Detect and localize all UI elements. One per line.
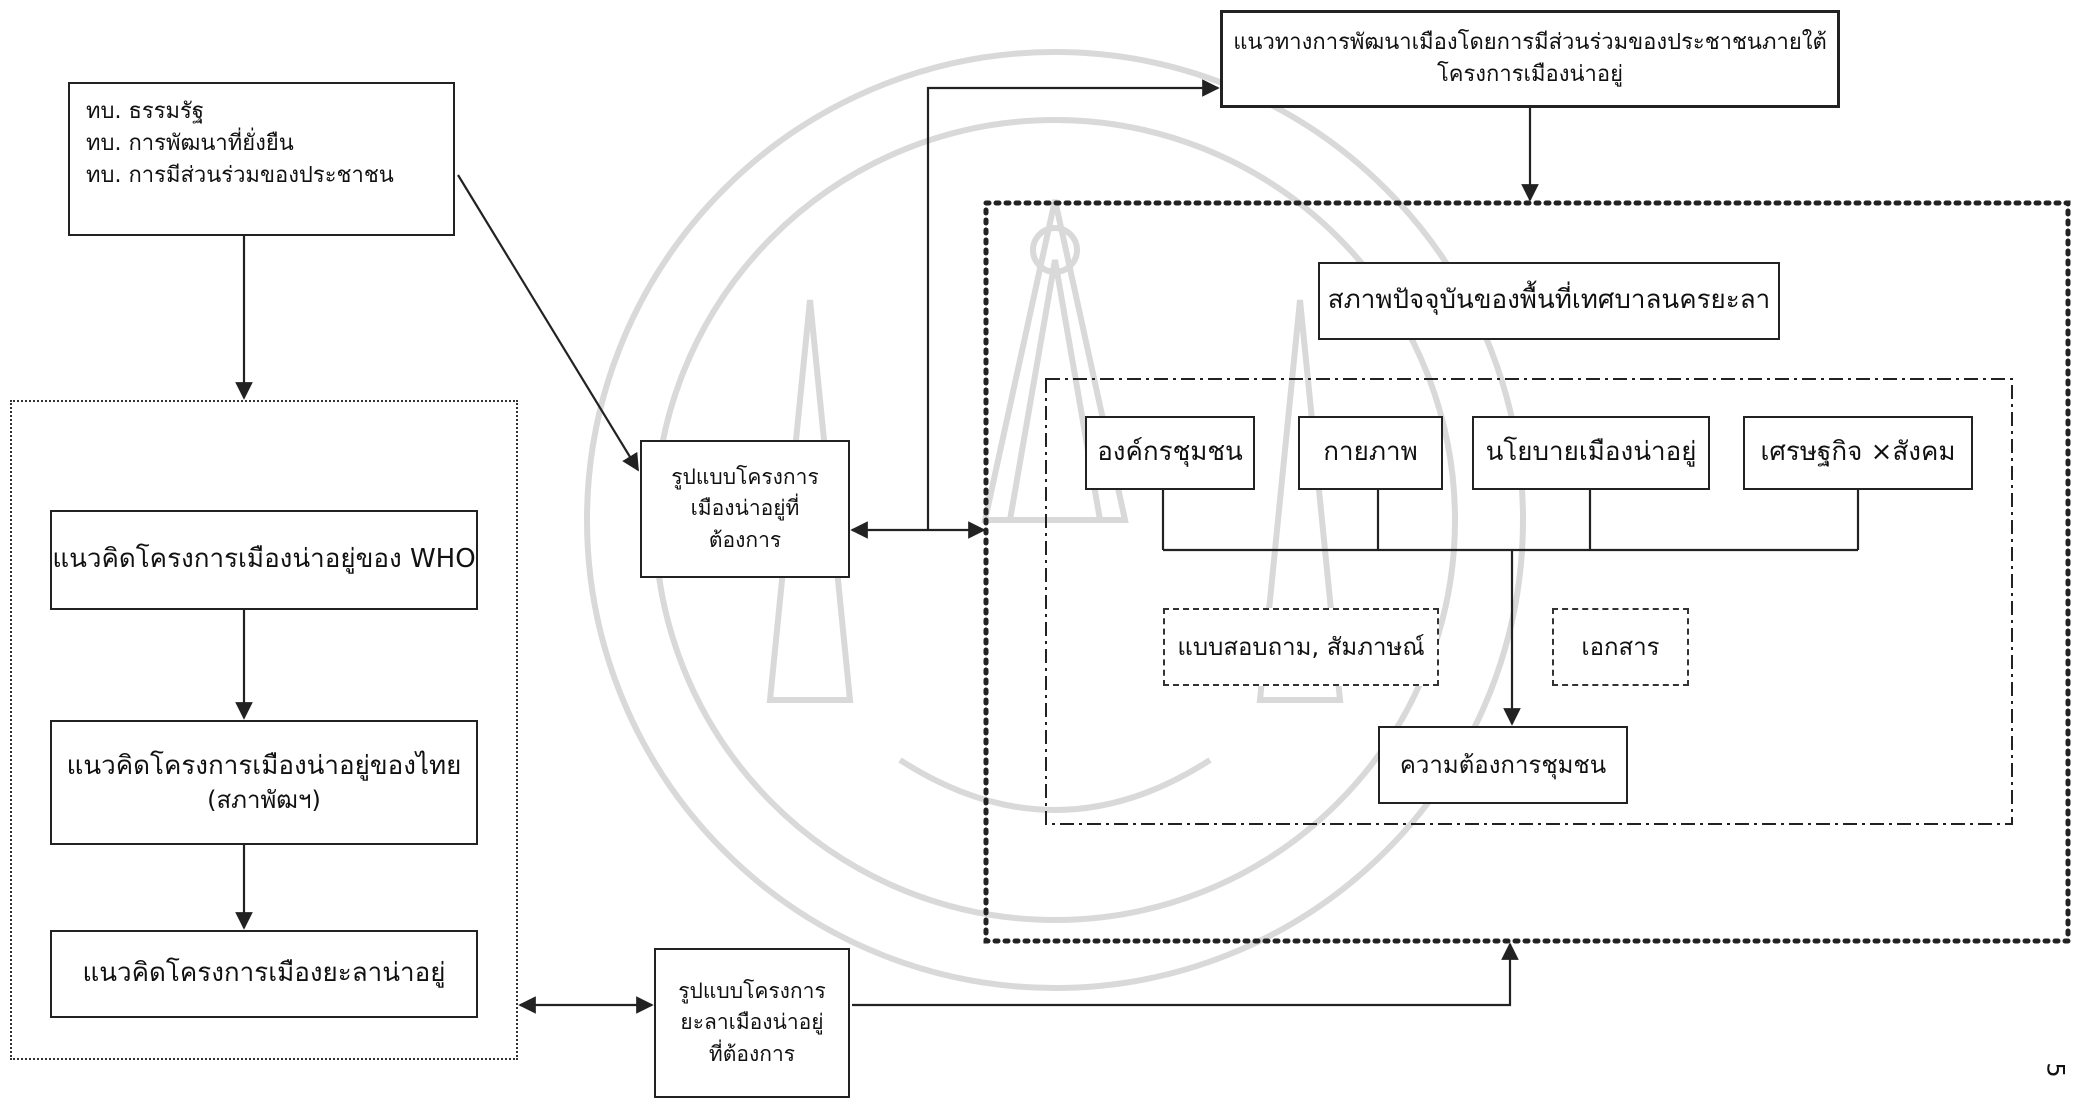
survey-label: แบบสอบถาม, สัมภาษณ์ (1177, 632, 1425, 661)
physical-box: กายภาพ (1298, 416, 1443, 490)
yala-model-line-1: รูปแบบโครงการ (678, 978, 826, 1003)
thai-concept-box: แนวคิดโครงการเมืองน่าอยู่ของไทย (สภาพัฒฯ… (50, 720, 478, 845)
policy-box: นโยบายเมืองน่าอยู่ (1472, 416, 1710, 490)
desired-model-line-1: รูปแบบโครงการ (671, 464, 819, 489)
desired-model-box: รูปแบบโครงการ เมืองน่าอยู่ที่ ต้องการ (640, 440, 850, 578)
guideline-line-2: โครงการเมืองน่าอยู่ (1436, 62, 1624, 87)
economy-society-box: เศรษฐกิจ ×สังคม (1743, 416, 1973, 490)
principle-good-governance: ทบ. ธรรมรัฐ (86, 99, 204, 124)
survey-box: แบบสอบถาม, สัมภาษณ์ (1163, 608, 1439, 686)
economy-society-label: เศรษฐกิจ ×สังคม (1760, 437, 1956, 468)
yala-model-line-3: ที่ต้องการ (708, 1041, 796, 1066)
guideline-line-1: แนวทางการพัฒนาเมืองโดยการมีส่วนร่วมของปร… (1233, 30, 1827, 56)
arrow-yala-model-to-analysis (852, 942, 1519, 1007)
current-state-label: สภาพปัจจุบันของพื้นที่เทศบาลนครยะลา (1327, 285, 1771, 316)
thai-concept-agency: (สภาพัฒฯ) (207, 785, 321, 814)
concepts-container (10, 400, 518, 1060)
yala-concept-box: แนวคิดโครงการเมืองยะลาน่าอยู่ (50, 930, 478, 1018)
desired-model-line-2: เมืองน่าอยู่ที่ (690, 496, 800, 521)
yala-model-line-2: ยะลาเมืองน่าอยู่ (680, 1010, 824, 1035)
who-concept-label: แนวคิดโครงการเมืองน่าอยู่ของ WHO (52, 544, 476, 575)
yala-model-box: รูปแบบโครงการ ยะลาเมืองน่าอยู่ ที่ต้องกา… (654, 948, 850, 1098)
page-number: 5 (2041, 1062, 2070, 1078)
principles-box: ทบ. ธรรมรัฐ ทบ. การพัฒนาที่ยั่งยืน ทบ. ก… (68, 82, 455, 236)
guideline-box: แนวทางการพัฒนาเมืองโดยการมีส่วนร่วมของปร… (1220, 10, 1840, 108)
current-state-box: สภาพปัจจุบันของพื้นที่เทศบาลนครยะลา (1318, 262, 1780, 340)
community-org-box: องค์กรชุมชน (1085, 416, 1255, 490)
desired-model-line-3: ต้องการ (708, 527, 782, 552)
community-needs-box: ความต้องการชุมชน (1378, 726, 1628, 804)
principle-sustainable-development: ทบ. การพัฒนาที่ยั่งยืน (86, 130, 294, 156)
thai-concept-label: แนวคิดโครงการเมืองน่าอยู่ของไทย (66, 750, 462, 781)
who-concept-box: แนวคิดโครงการเมืองน่าอยู่ของ WHO (50, 510, 478, 610)
documents-box: เอกสาร (1552, 608, 1689, 686)
community-org-label: องค์กรชุมชน (1097, 437, 1243, 468)
documents-label: เอกสาร (1581, 632, 1660, 661)
principle-public-participation: ทบ. การมีส่วนร่วมของประชาชน (86, 162, 394, 188)
community-needs-label: ความต้องการชุมชน (1399, 750, 1607, 779)
policy-label: นโยบายเมืองน่าอยู่ (1485, 437, 1697, 468)
yala-concept-label: แนวคิดโครงการเมืองยะลาน่าอยู่ (82, 958, 446, 989)
physical-label: กายภาพ (1323, 437, 1418, 468)
